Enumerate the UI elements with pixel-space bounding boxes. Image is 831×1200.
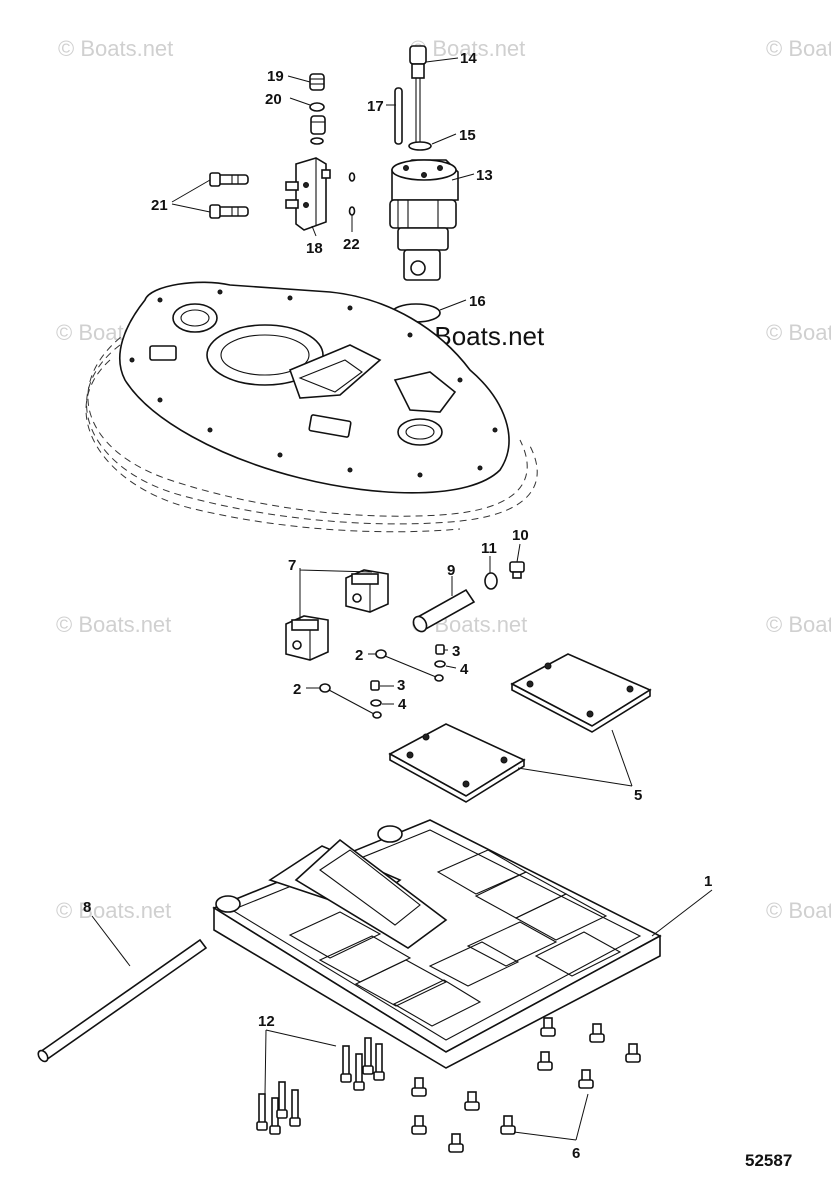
watermark: © Boats.net	[766, 898, 831, 923]
part-6-screw	[537, 1051, 553, 1071]
part-6-screw	[589, 1023, 605, 1043]
watermark: © Boats.net	[56, 898, 171, 923]
part-5-plate	[388, 723, 526, 803]
leader-lines	[91, 57, 713, 1141]
part-14-sensor	[409, 45, 427, 142]
callout-15: 15	[459, 127, 476, 144]
part-9-tube	[412, 588, 476, 633]
callout-4: 4	[460, 661, 469, 678]
part-12-bolt	[289, 1089, 301, 1127]
part-8-rod	[37, 938, 208, 1063]
part-4-washer	[370, 699, 382, 707]
part-19-fitting-lower	[310, 115, 326, 135]
part-3-screw	[435, 644, 445, 655]
part-12-bolt	[276, 1081, 288, 1119]
part-6-screw	[500, 1115, 516, 1135]
part-22-oring	[348, 172, 356, 182]
part-6-screw	[448, 1133, 464, 1153]
part-12-bolt	[256, 1093, 268, 1131]
callout-14: 14	[460, 50, 477, 67]
part-6-screw	[540, 1017, 556, 1037]
callout-8: 8	[83, 899, 91, 916]
part-19-fitting	[309, 73, 325, 91]
watermark: © Boats.net	[56, 612, 171, 637]
part-12-bolt	[340, 1045, 352, 1083]
part-11-washer	[484, 572, 498, 590]
part-1-mounting-plate	[212, 819, 662, 1069]
callout-4: 4	[398, 696, 407, 713]
part-7-bracket	[285, 615, 329, 661]
part-5-plate	[510, 653, 652, 733]
watermark: © Boats.net	[766, 36, 831, 61]
watermark: © Boats.net	[58, 36, 173, 61]
part-7-bracket	[345, 569, 389, 613]
callout-2: 2	[355, 647, 363, 664]
callout-21: 21	[151, 197, 168, 214]
part-20-oring	[309, 102, 325, 112]
diagram-number: 52587	[745, 1151, 792, 1170]
callout-22: 22	[343, 236, 360, 253]
callout-1: 1	[704, 873, 712, 890]
callout-5: 5	[634, 787, 642, 804]
callout-20: 20	[265, 91, 282, 108]
part-20-oring-lower	[310, 137, 324, 145]
part-22-oring	[348, 206, 356, 216]
part-4-washer	[434, 660, 446, 668]
part-2-strap	[375, 649, 444, 682]
part-12-bolt	[353, 1053, 365, 1091]
part-12-bolt	[373, 1043, 385, 1081]
part-17-pin	[394, 87, 403, 145]
part-6-screw	[578, 1069, 594, 1089]
part-15-oring	[408, 141, 432, 151]
transom-housing	[85, 281, 538, 533]
callout-3: 3	[452, 643, 460, 660]
callout-6: 6	[572, 1145, 580, 1162]
callout-2: 2	[293, 681, 301, 698]
part-6-screw	[411, 1077, 427, 1097]
callout-16: 16	[469, 293, 486, 310]
part-12-bolt-group	[256, 1037, 385, 1135]
callout-10: 10	[512, 527, 529, 544]
part-21-bolt	[209, 172, 249, 187]
callout-7: 7	[288, 557, 296, 574]
watermark: © Boats.net	[766, 320, 831, 345]
part-6-screw	[625, 1043, 641, 1063]
part-6-screw	[464, 1091, 480, 1111]
callout-11: 11	[481, 540, 497, 557]
part-21-bolt	[209, 204, 249, 219]
part-3-screw	[370, 680, 380, 691]
callouts: 1 2 2 3 3 4 4 5 6 7 8 9 10 11 12 13 14 1…	[83, 50, 712, 1162]
callout-12: 12	[258, 1013, 275, 1030]
callout-3: 3	[397, 677, 405, 694]
part-2-strap	[319, 683, 382, 719]
part-6-screw	[411, 1115, 427, 1135]
callout-17: 17	[367, 98, 384, 115]
callout-13: 13	[476, 167, 493, 184]
watermark: © Boats.net	[410, 36, 525, 61]
callout-9: 9	[447, 562, 455, 579]
callout-18: 18	[306, 240, 323, 257]
callout-19: 19	[267, 68, 284, 85]
part-12-bolt	[362, 1037, 374, 1075]
part-6-screw-group	[411, 1017, 641, 1153]
part-10-screw	[509, 561, 525, 579]
watermark: © Boats.net	[766, 612, 831, 637]
part-13-actuator	[389, 159, 459, 281]
part-18-manifold	[285, 157, 331, 231]
